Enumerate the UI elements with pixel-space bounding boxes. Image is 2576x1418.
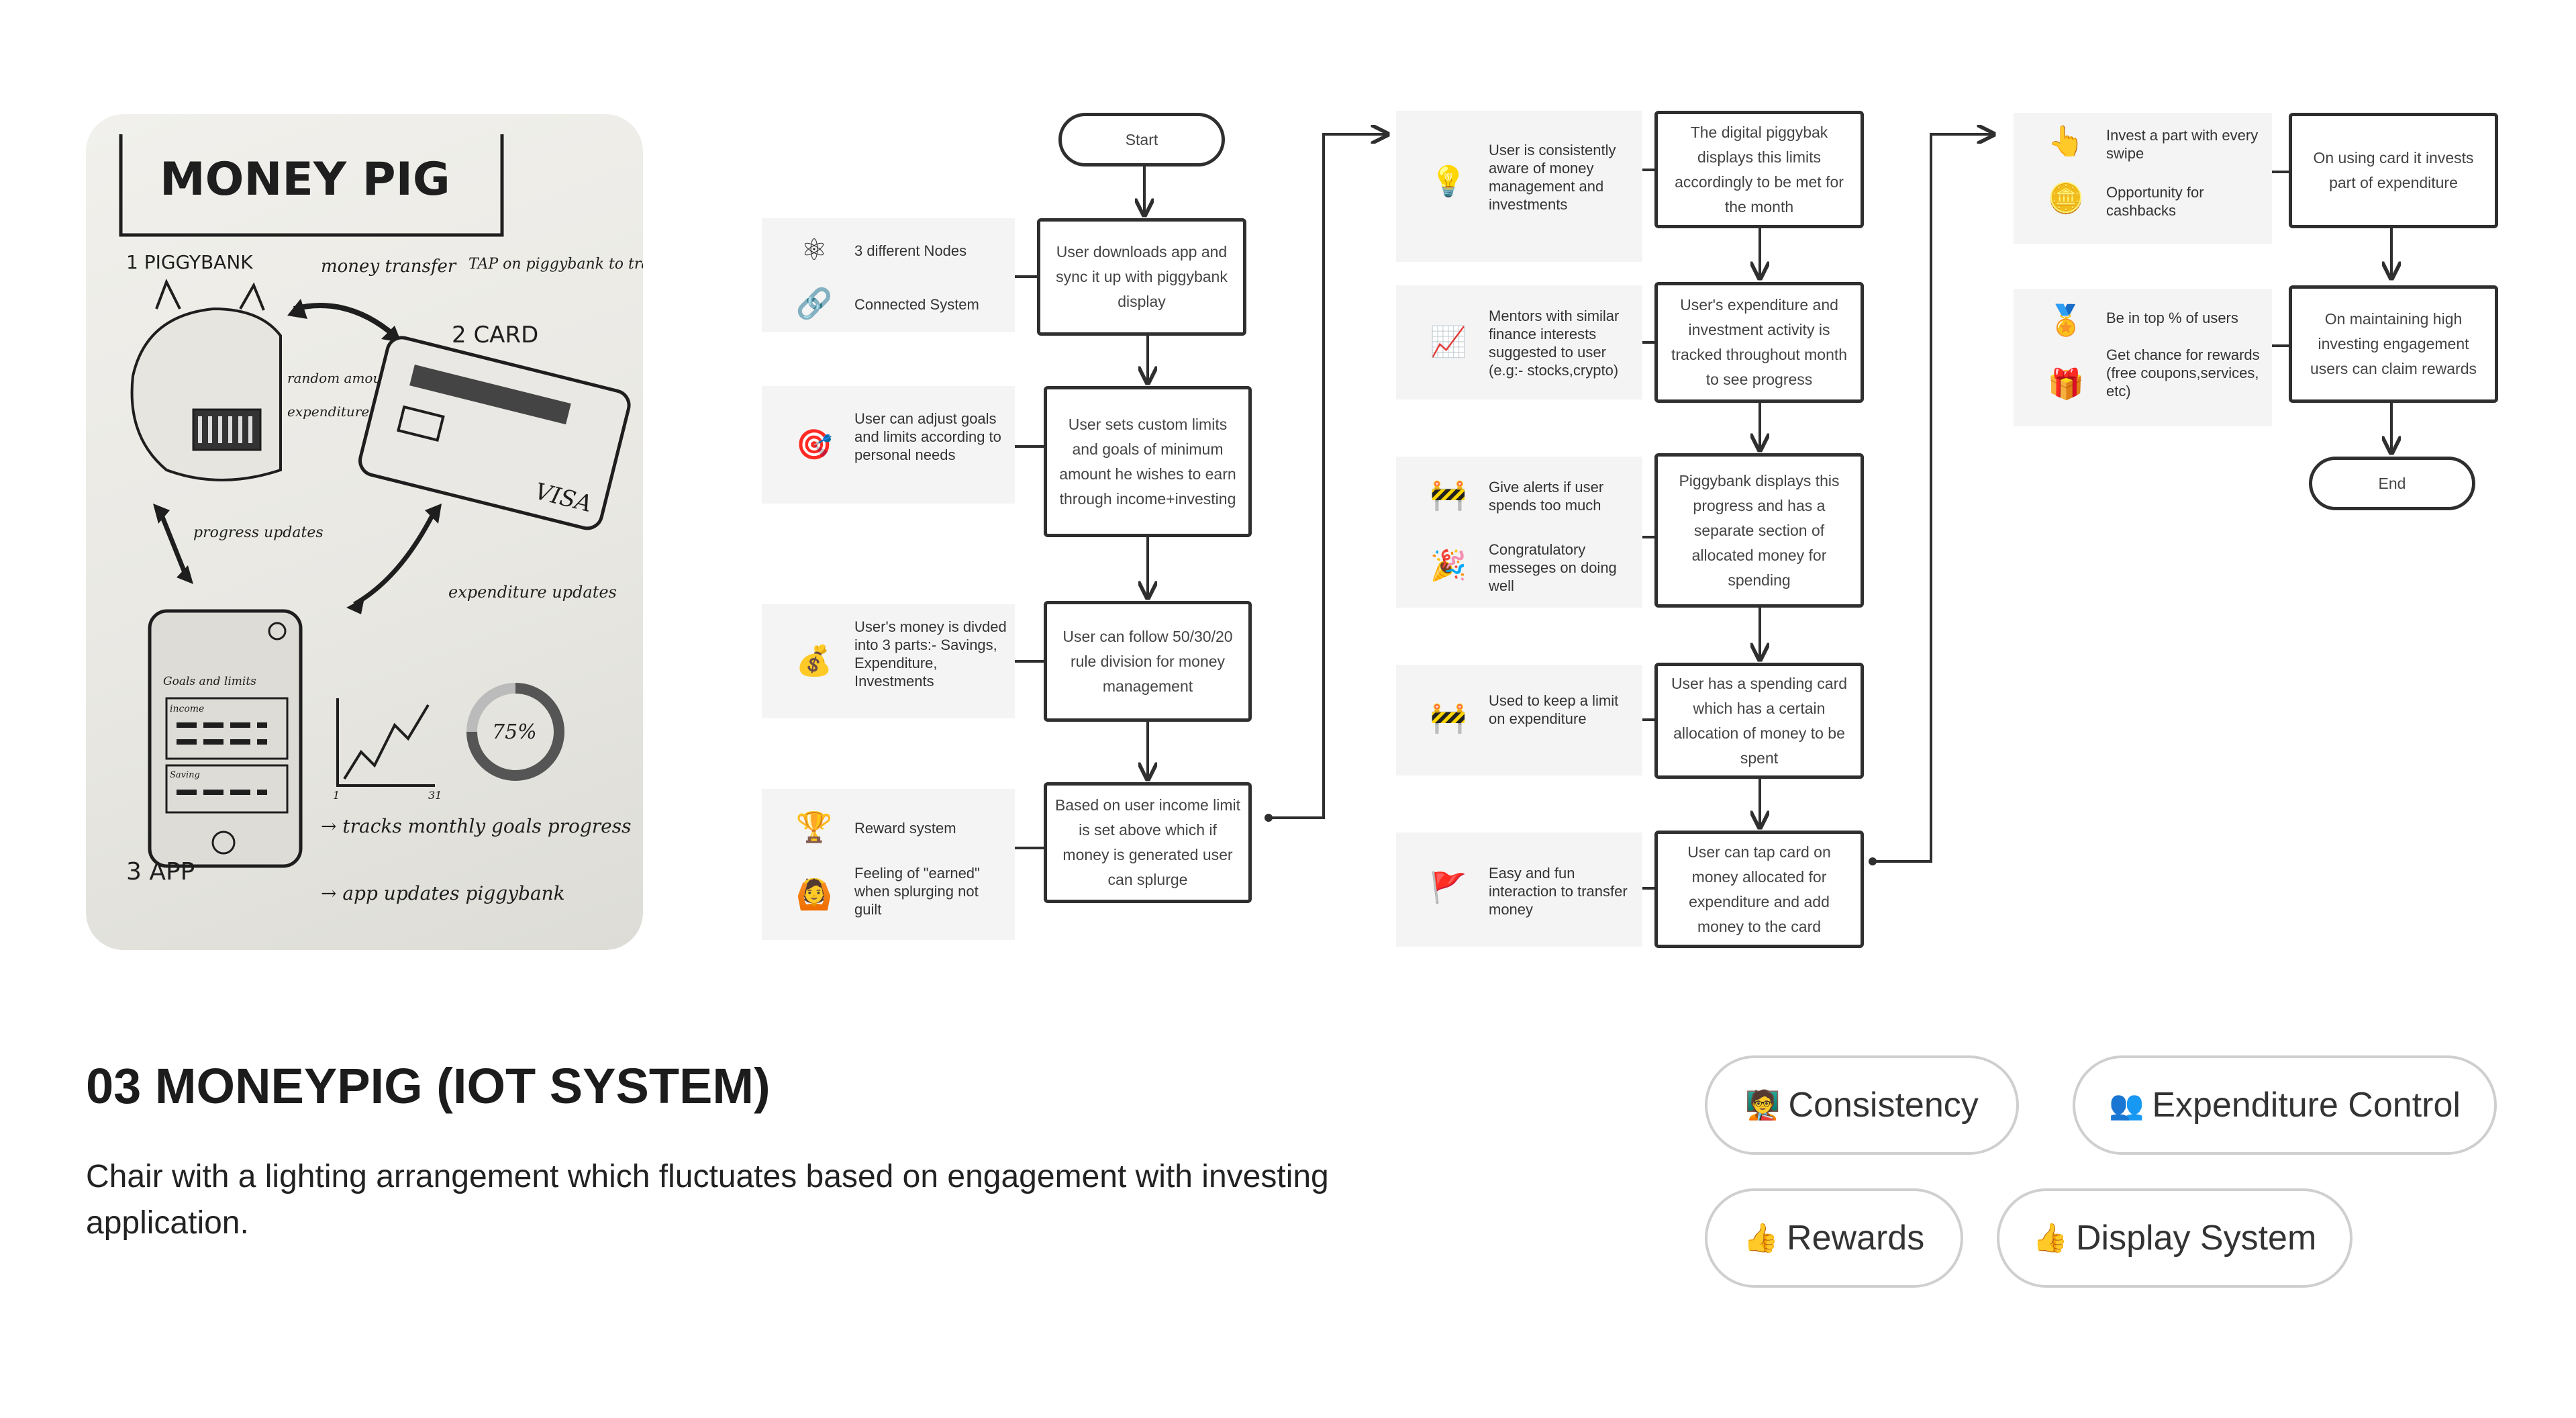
- sketch-saving: Saving: [170, 770, 200, 780]
- tag-rewards: 👍 Rewards: [1705, 1188, 1963, 1288]
- project-description: Chair with a lighting arrangement which …: [86, 1159, 1329, 1241]
- info-box-mentors: 📈 Mentors with similar finance interests…: [1396, 285, 1642, 399]
- flow-connectors: [1015, 0, 2576, 890]
- money-hands-icon: 💰: [795, 645, 833, 677]
- flow-end: End: [2309, 457, 2475, 510]
- sketch-tap-note: TAP on piggybank to transfer: [468, 256, 643, 273]
- info-box-top-users: 🏅 Be in top % of users 🎁 Get chance for …: [2014, 289, 2272, 426]
- tap-hand-icon: 👆: [2047, 125, 2085, 158]
- sketch-expenditure-updates: expenditure updates: [448, 583, 617, 602]
- sketch-money-transfer: money transfer: [321, 256, 457, 277]
- network-nodes-icon: ⚛: [801, 234, 828, 267]
- info-text: Feeling of "earned" when splurging not g…: [854, 865, 980, 918]
- trophy-icon: 🏆: [795, 811, 833, 844]
- info-text: User can adjust goals and limits accordi…: [854, 410, 1001, 463]
- sketch-progress-updates: progress updates: [193, 524, 324, 541]
- page-title: 03 MONEYPIG (IOT SYSTEM): [86, 1058, 771, 1114]
- tag-consistency: 🧑‍🏫 Consistency: [1705, 1055, 2019, 1155]
- barrier-icon: 🚧: [1430, 702, 1467, 735]
- sketch-percent: 75%: [492, 720, 537, 744]
- sketch-income: income: [170, 704, 204, 714]
- info-box-fun: 🚩 Easy and fun interaction to transfer m…: [1396, 833, 1642, 947]
- tag-display-system: 👍 Display System: [1997, 1188, 2352, 1288]
- tag-label: Consistency: [1788, 1086, 1979, 1125]
- sketch-label-card: 2 CARD: [452, 322, 538, 348]
- info-box-aware: 💡 User is consistently aware of money ma…: [1396, 111, 1642, 262]
- teacher-icon: 🧑‍🏫: [1745, 1088, 1781, 1121]
- flow-node: User sets custom limits and goals of min…: [1044, 386, 1252, 537]
- info-box-alerts: 🚧 Give alerts if user spends too much 🎉 …: [1396, 457, 1642, 608]
- flow-node: The digital piggybak displays this limit…: [1654, 111, 1864, 228]
- alert-bulb-icon: 💡: [1430, 165, 1467, 198]
- link-icon: 🔗: [795, 287, 833, 320]
- info-box-goals: 🎯 User can adjust goals and limits accor…: [762, 386, 1015, 504]
- tag-label: Display System: [2075, 1219, 2317, 1258]
- info-box-division: 💰 User's money is divded into 3 parts:- …: [762, 604, 1015, 718]
- info-text: User's money is divded into 3 parts:- Sa…: [854, 618, 1007, 690]
- info-text: Get chance for rewards (free coupons,ser…: [2106, 346, 2260, 399]
- flow-node: Piggybank displays this progress and has…: [1654, 453, 1864, 608]
- info-text: Opportunity for cashbacks: [2106, 184, 2204, 219]
- target-icon: 🎯: [795, 428, 833, 461]
- barrier-icon: 🚧: [1430, 479, 1467, 512]
- info-box-rewards: 🏆 Reward system 🙆 Feeling of "earned" wh…: [762, 789, 1015, 940]
- sketch-axis-start: 1: [333, 789, 340, 802]
- flow-node: User can follow 50/30/20 rule division f…: [1044, 601, 1252, 722]
- thumbs-up-icon: 👍: [2032, 1221, 2068, 1254]
- info-text: 3 different Nodes: [854, 242, 967, 259]
- sketch-goals-limits: Goals and limits: [163, 675, 256, 688]
- person-celebrating-icon: 🙆: [795, 878, 833, 911]
- sketch-label-app: 3 APP: [126, 858, 195, 886]
- party-popper-icon: 🎉: [1430, 549, 1467, 582]
- cashback-coin-icon: 🪙: [2047, 182, 2085, 215]
- medal-ranking-icon: 🏅: [2047, 304, 2085, 337]
- info-text: Give alerts if user spends too much: [1489, 479, 1604, 514]
- sketch-note-goals: → tracks monthly goals progress: [321, 815, 632, 837]
- flow-node: Based on user income limit is set above …: [1044, 782, 1252, 903]
- flow-node: User has a spending card which has a cer…: [1654, 663, 1864, 779]
- flow-node: On using card it invests part of expendi…: [2289, 113, 2498, 228]
- gift-icon: 🎁: [2047, 368, 2085, 401]
- tag-label: Expenditure Control: [2152, 1086, 2461, 1125]
- thumbs-up-icon: 👍: [1743, 1221, 1779, 1254]
- sketch-photo: MONEY PIG 1 PIGGYBANK money transfer TAP…: [86, 114, 643, 950]
- flow-start: Start: [1058, 113, 1225, 167]
- sketch-note-app: → app updates piggybank: [321, 882, 565, 904]
- flow-node: User downloads app and sync it up with p…: [1037, 218, 1246, 336]
- mentor-chart-icon: 📈: [1430, 326, 1467, 359]
- flow-node: On maintaining high investing engagement…: [2289, 285, 2498, 403]
- tag-label: Rewards: [1787, 1219, 1925, 1258]
- tag-expenditure-control: 👥 Expenditure Control: [2073, 1055, 2497, 1155]
- info-text: Connected System: [854, 296, 979, 313]
- info-text: Reward system: [854, 820, 956, 837]
- sketch-axis-end: 31: [428, 789, 442, 802]
- info-text: Invest a part with every swipe: [2106, 127, 2259, 162]
- info-text: Mentors with similar finance interests s…: [1489, 308, 1620, 379]
- info-text: Used to keep a limit on expenditure: [1489, 692, 1619, 727]
- info-text: User is consistently aware of money mana…: [1489, 142, 1616, 213]
- sketch-label-piggybank: 1 PIGGYBANK: [126, 251, 253, 273]
- sketch-title: MONEY PIG: [160, 153, 450, 206]
- fun-flag-icon: 🚩: [1430, 871, 1467, 904]
- info-text: Be in top % of users: [2106, 310, 2238, 326]
- flow-node: User's expenditure and investment activi…: [1654, 282, 1864, 403]
- info-box-nodes: ⚛ 3 different Nodes 🔗 Connected System: [762, 218, 1015, 332]
- info-box-invest: 👆 Invest a part with every swipe 🪙 Oppor…: [2014, 113, 2272, 244]
- sketch-drawing: MONEY PIG 1 PIGGYBANK money transfer TAP…: [119, 134, 643, 904]
- info-text: Easy and fun interaction to transfer mon…: [1489, 865, 1628, 918]
- people-icon: 👥: [2109, 1088, 2144, 1121]
- flow-node: User can tap card on money allocated for…: [1654, 831, 1864, 948]
- info-text: Congratulatory messeges on doing well: [1489, 541, 1617, 594]
- info-box-limit: 🚧 Used to keep a limit on expenditure: [1396, 665, 1642, 775]
